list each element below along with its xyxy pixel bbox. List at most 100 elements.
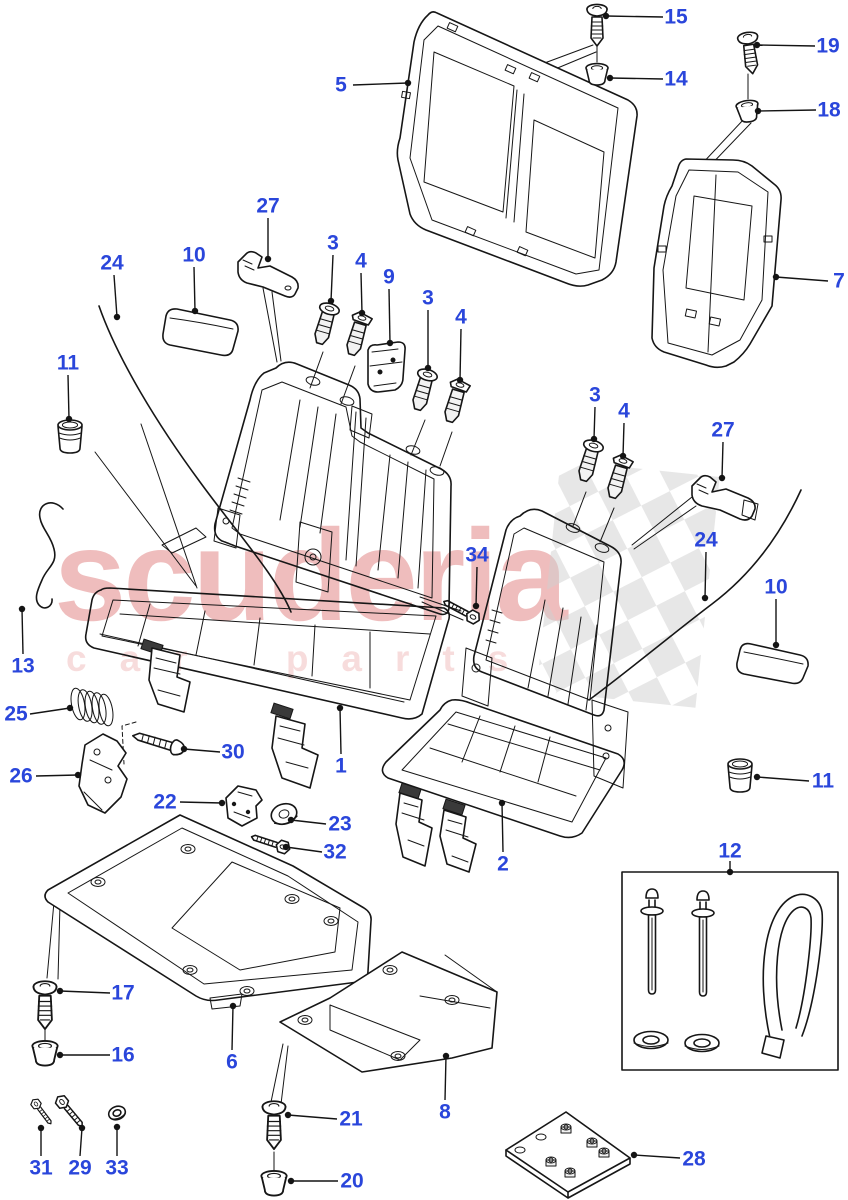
leader-dot-27-6 — [264, 255, 272, 263]
part-25-spring — [70, 687, 114, 727]
callout-12-31: 12 — [718, 840, 741, 863]
leader-dot-31-39 — [37, 1124, 45, 1132]
callout-7-5: 7 — [833, 270, 845, 293]
leader-dot-28-38 — [630, 1151, 638, 1159]
release-cable-24-left — [98, 305, 292, 613]
callout-6-34: 6 — [226, 1051, 238, 1074]
part-14-grommet — [585, 62, 609, 86]
part-31-bolt — [28, 1096, 56, 1128]
callout-10-19: 10 — [764, 576, 787, 599]
callout-22-24: 22 — [153, 791, 176, 814]
part-6-mounting-plate — [44, 814, 372, 1010]
callout-14-2: 14 — [664, 68, 688, 91]
leader-dot-21-35 — [284, 1111, 292, 1119]
leader-dot-11-30 — [753, 773, 761, 781]
callout-19-3: 19 — [816, 35, 839, 58]
leader-line-24-7 — [113, 274, 118, 318]
part-19-screw — [736, 30, 764, 76]
part-16-grommet — [31, 1040, 59, 1067]
callout-3-12: 3 — [422, 287, 434, 310]
leader-dot-29-40 — [78, 1124, 86, 1132]
callout-20-36: 20 — [340, 1170, 363, 1193]
callout-26-22: 26 — [9, 765, 32, 788]
part-15-screw — [586, 3, 608, 47]
leader-dot-17-32 — [56, 987, 64, 995]
leader-dot-9-11 — [386, 339, 394, 347]
part-5-back-panel — [396, 11, 638, 287]
callout-27-6: 27 — [256, 195, 279, 218]
callout-9-11: 9 — [383, 266, 395, 289]
part-27-bracket-right — [691, 474, 759, 521]
leader-dot-4-10 — [358, 309, 366, 317]
leader-line-13-20 — [21, 608, 24, 655]
leader-line-4-13 — [459, 328, 462, 381]
leader-line-11-14 — [67, 374, 70, 420]
callout-4-13: 4 — [455, 306, 467, 329]
leader-dot-26-22 — [74, 771, 82, 779]
callout-13-20: 13 — [11, 655, 34, 678]
part-7-back-panel — [651, 158, 782, 369]
leader-dot-12-31 — [726, 868, 734, 876]
part-30-screw — [131, 732, 185, 756]
callout-33-41: 33 — [105, 1157, 128, 1180]
leader-dot-3-9 — [327, 297, 335, 305]
leader-dot-25-21 — [66, 704, 74, 712]
leader-line-21-35 — [287, 1114, 338, 1120]
leader-dot-14-2 — [606, 74, 614, 82]
callout-11-14: 11 — [57, 352, 80, 375]
callout-11-30: 11 — [812, 770, 835, 793]
leader-line-23-25 — [290, 819, 327, 825]
callout-21-35: 21 — [339, 1108, 363, 1131]
leader-dot-8-37 — [442, 1052, 450, 1060]
leader-line-34-28 — [475, 566, 478, 607]
leader-line-24-18 — [704, 551, 707, 599]
leader-line-29-40 — [79, 1127, 83, 1157]
leader-line-22-24 — [179, 801, 223, 804]
leader-line-5-0 — [352, 82, 409, 86]
callout-24-7: 24 — [100, 252, 124, 275]
leader-dot-4-13 — [456, 376, 464, 384]
callout-17-32: 17 — [111, 982, 134, 1005]
leader-line-26-22 — [35, 774, 79, 777]
leader-line-14-2 — [609, 77, 664, 80]
leader-line-27-17 — [721, 441, 724, 479]
leader-dot-19-3 — [753, 41, 761, 49]
callout-5-0: 5 — [335, 74, 347, 97]
leader-dot-24-7 — [113, 313, 121, 321]
leader-dot-34-28 — [472, 602, 480, 610]
leader-dot-1-27 — [336, 704, 344, 712]
callout-4-10: 4 — [355, 250, 367, 273]
callout-8-37: 8 — [439, 1101, 451, 1124]
leader-dot-3-15 — [590, 435, 598, 443]
part-21-screw — [261, 1100, 287, 1151]
leader-dot-24-18 — [701, 594, 709, 602]
callout-30-23: 30 — [221, 741, 244, 764]
leader-line-7-5 — [775, 276, 829, 282]
part-27-bracket-left — [237, 250, 299, 298]
part-9-latch-cover — [367, 341, 406, 393]
part-11-bumper-right — [727, 758, 753, 793]
leader-line-18-4 — [757, 109, 817, 112]
leader-line-1-27 — [339, 707, 342, 755]
part-26-latch-bracket — [78, 733, 128, 814]
part-29-bolt — [52, 1092, 88, 1131]
callout-32-26: 32 — [323, 841, 346, 864]
leader-dot-13-20 — [18, 605, 26, 613]
leader-line-4-16 — [622, 422, 625, 457]
leader-dot-7-5 — [772, 273, 780, 281]
part-2-seat-frame — [381, 508, 629, 873]
leader-dot-10-8 — [191, 307, 199, 315]
callout-4-16: 4 — [618, 400, 630, 423]
leader-dot-18-4 — [754, 107, 762, 115]
callout-10-8: 10 — [182, 244, 205, 267]
part-8-mounting-plate — [279, 951, 498, 1073]
release-cable-24-right — [588, 489, 802, 701]
leader-line-3-9 — [330, 254, 334, 302]
leader-dot-4-16 — [619, 452, 627, 460]
leader-line-8-37 — [444, 1055, 447, 1101]
callout-29-40: 29 — [68, 1157, 91, 1180]
leader-dot-11-14 — [65, 415, 73, 423]
callout-31-39: 31 — [29, 1157, 53, 1180]
